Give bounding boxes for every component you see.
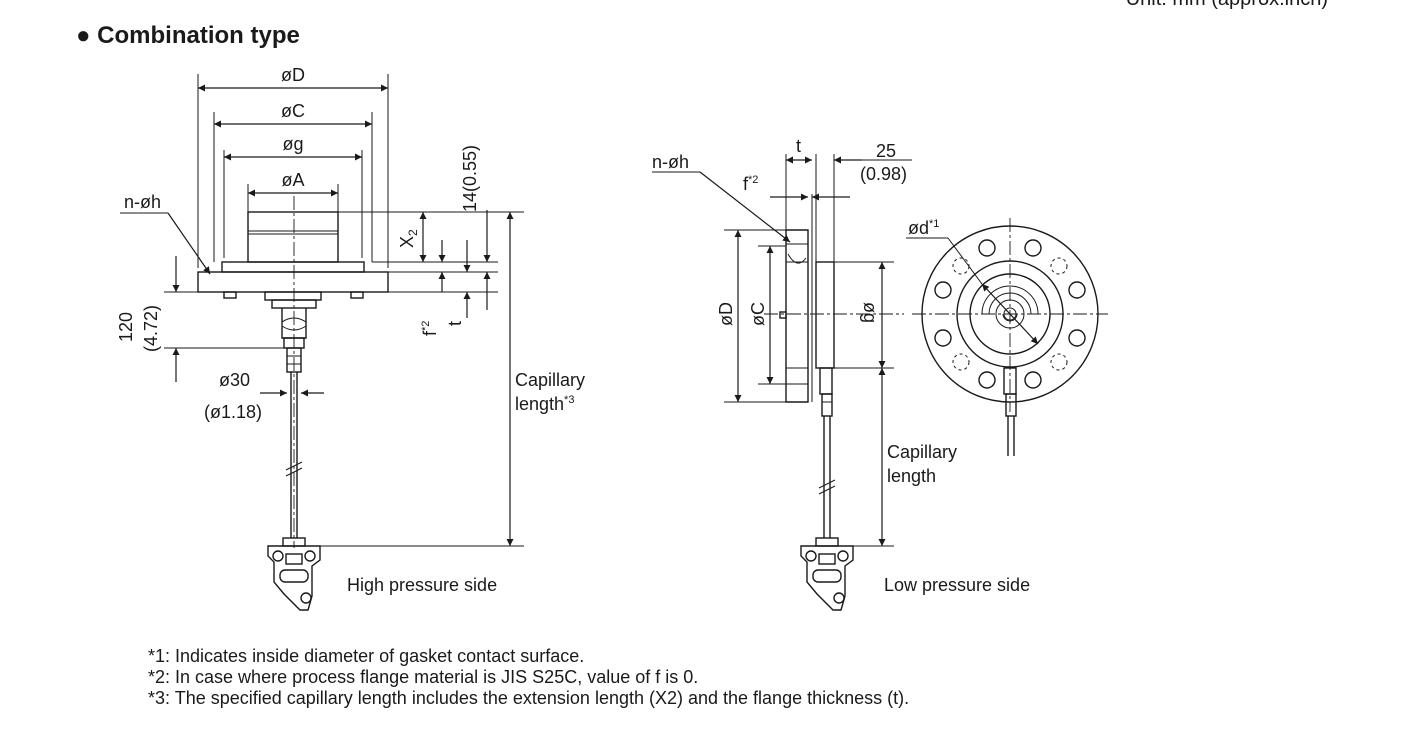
flange-body	[197, 271, 389, 293]
label-25: 25	[876, 141, 896, 161]
label-25-in: (0.98)	[860, 164, 907, 184]
footnote-3: *3: The specified capillary length inclu…	[148, 688, 910, 708]
label-14: 14(0.55)	[460, 145, 480, 212]
high-pressure-view: øD øC øg øA n-øh X2 14(0.55) f*2 t 120 (…	[116, 65, 585, 611]
footnote-2: *2: In case where process flange materia…	[148, 667, 699, 687]
label-length-low: length	[887, 466, 936, 486]
label-od-low: øD	[716, 302, 736, 326]
caption-high-pressure: High pressure side	[347, 575, 497, 595]
label-f2: f*2	[420, 321, 440, 336]
extension-body	[247, 211, 339, 263]
label-oc: øC	[281, 101, 305, 121]
label-oc-low: øC	[748, 302, 768, 326]
flange-front-view: ød*1	[906, 218, 1108, 456]
label-o30-in: (ø1.18)	[204, 402, 262, 422]
low-pressure-view: n-øh t 25 (0.98) f*2 øD øC øg Capillary …	[652, 136, 1030, 611]
label-noh: n-øh	[124, 192, 161, 212]
label-f2-low: f*2	[743, 174, 758, 194]
label-x2: X2	[397, 229, 420, 248]
label-od: øD	[281, 65, 305, 85]
label-o30: ø30	[219, 370, 250, 390]
label-120-in: (4.72)	[141, 305, 161, 352]
unit-note: Unit: mm (approx.inch)	[1126, 0, 1328, 11]
label-t-low: t	[796, 136, 801, 156]
label-capillary-high: Capillary	[515, 370, 585, 390]
label-capillary-low: Capillary	[887, 442, 957, 462]
footnote-1: *1: Indicates inside diameter of gasket …	[148, 646, 585, 666]
label-od1: ød*1	[908, 218, 939, 238]
label-t: t	[445, 321, 465, 326]
label-noh-low: n-øh	[652, 152, 689, 172]
label-oa: øA	[281, 170, 304, 190]
caption-low-pressure: Low pressure side	[884, 575, 1030, 595]
label-120: 120	[116, 312, 136, 342]
label-length-high: length*3	[515, 394, 574, 414]
section-title: ● Combination type	[76, 22, 300, 49]
label-og: øg	[282, 134, 303, 154]
footnotes: *1: Indicates inside diameter of gasket …	[148, 646, 909, 709]
label-og-low: øg	[860, 302, 880, 323]
